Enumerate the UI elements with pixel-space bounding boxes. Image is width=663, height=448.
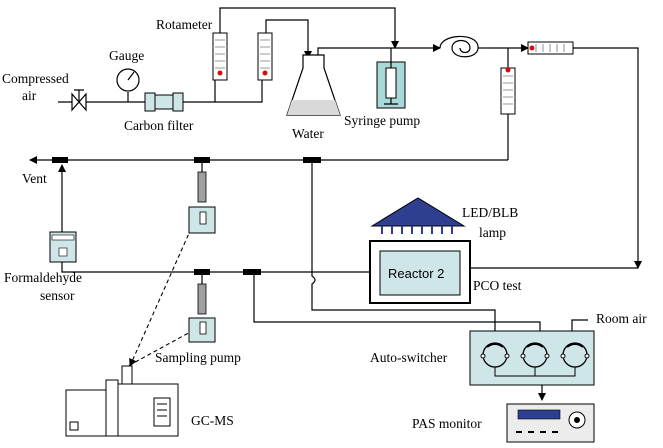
valve-icon <box>71 89 87 112</box>
label-vent: Vent <box>22 171 47 186</box>
tee-connector <box>194 269 210 275</box>
label-gauge: Gauge <box>109 48 144 63</box>
label-carbon-filter: Carbon filter <box>124 118 194 133</box>
label-reactor: Reactor 2 <box>388 266 444 281</box>
rotameter2-inlet <box>215 80 263 103</box>
dashed-link-2 <box>127 329 195 367</box>
mixing-coil-icon <box>439 35 490 58</box>
label-pas-monitor: PAS monitor <box>412 416 482 431</box>
dashed-link-1 <box>129 221 195 367</box>
gauge-icon <box>116 68 140 92</box>
label-gcms: GC-MS <box>191 413 234 428</box>
rotameter-2-icon <box>257 32 273 81</box>
labels: Compressed air Gauge Carbon filter Rotam… <box>2 17 647 431</box>
label-water: Water <box>292 126 324 141</box>
label-pco-test: PCO test <box>473 278 522 293</box>
syringe-pump-icon <box>376 48 406 109</box>
right-return-line <box>573 47 642 269</box>
label-compressed: Compressed <box>2 71 69 86</box>
tee-connectors <box>52 157 321 275</box>
gcms-instrument-icon <box>65 365 179 437</box>
rotameter-4-icon <box>527 41 574 55</box>
tee-connector <box>243 269 261 275</box>
pas-monitor-icon <box>506 403 595 443</box>
water-flask-icon <box>286 54 341 116</box>
rotameter2-outlet <box>265 19 312 59</box>
tee-connector <box>194 157 210 163</box>
sampling-tube-1-icon <box>188 171 216 234</box>
carbon-filter-icon <box>144 92 184 112</box>
rotameter1-outlet <box>219 7 399 49</box>
label-air: air <box>22 88 37 103</box>
piping <box>29 7 642 401</box>
label-auto-switcher: Auto-switcher <box>370 350 448 365</box>
tee-connector <box>303 157 321 163</box>
switcher-feed-1 <box>311 160 499 341</box>
label-lamp: lamp <box>479 225 506 240</box>
label-formaldehyde: Formaldehyde <box>4 270 82 285</box>
tee-connector <box>52 157 68 163</box>
label-rotameter: Rotameter <box>156 17 213 32</box>
rotameter-1-icon <box>212 32 228 81</box>
label-sensor: sensor <box>40 288 75 303</box>
rotameter-3-icon <box>500 67 516 115</box>
label-room-air: Room air <box>596 311 647 326</box>
reactor-icon <box>369 240 471 304</box>
sampling-tube-2-icon <box>188 283 216 343</box>
flask-outlet <box>317 44 441 55</box>
auto-switcher-icon <box>469 330 595 386</box>
reactor-outlet-line <box>61 260 370 273</box>
formaldehyde-sensor-icon <box>49 231 77 263</box>
led-blb-lamp-icon <box>370 197 466 234</box>
label-syringe-pump: Syringe pump <box>344 113 420 128</box>
label-led-blb: LED/BLB <box>462 205 518 220</box>
label-sampling-pump: Sampling pump <box>155 350 241 365</box>
